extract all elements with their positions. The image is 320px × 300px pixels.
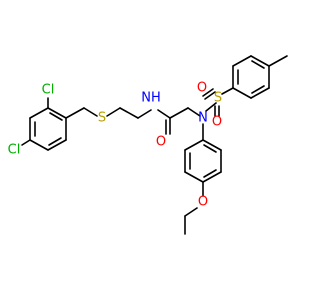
bond [49, 112, 63, 121]
bond [137, 109, 152, 119]
bond [232, 55, 252, 67]
amide-nitrogen-label: NH [141, 91, 161, 106]
bond [268, 55, 288, 67]
bond [203, 169, 217, 178]
bond [251, 60, 265, 69]
carbonyl-oxygen-label: O [156, 135, 166, 150]
tolyl-ring [232, 55, 270, 99]
bond [21, 139, 31, 146]
bond [106, 107, 121, 117]
bond [157, 109, 171, 119]
bond [205, 102, 217, 112]
sulfonyl-oxygen-label: O [212, 115, 222, 130]
bond [202, 171, 222, 183]
bond [83, 107, 98, 117]
thioether-sulfur-label: S [98, 111, 106, 126]
bond [47, 139, 67, 151]
bond [169, 107, 189, 119]
sulfonyl-oxygen-label: O [197, 81, 207, 96]
chlorine-atom-label: Cl [8, 143, 21, 158]
bond [119, 107, 139, 119]
bond [47, 107, 67, 119]
dichlorophenyl-ring [29, 107, 67, 151]
chlorine-atom-label: Cl [42, 83, 55, 98]
bond [184, 139, 204, 151]
sulfonyl-sulfur-label: S [214, 91, 222, 106]
bond [251, 85, 265, 94]
bond [203, 144, 217, 153]
bond [29, 107, 49, 119]
bond [202, 88, 214, 97]
molecule-canvas: Cl Cl S NH O N S O O O [7, 55, 288, 235]
bond [187, 107, 201, 117]
bond [48, 137, 62, 146]
ethoxyphenyl-ring [184, 139, 222, 183]
bond [250, 87, 270, 99]
bond [221, 87, 234, 95]
sulfonamide-nitrogen-label: N [198, 111, 208, 126]
ether-oxygen-label: O [198, 195, 208, 210]
structure-diagram: Cl Cl S NH O N S O O O [8, 55, 288, 235]
bond [184, 207, 198, 217]
bond [204, 91, 216, 100]
bond [232, 87, 252, 99]
bond [184, 171, 204, 183]
bond [202, 139, 222, 151]
bond [29, 139, 49, 151]
bond [65, 107, 85, 119]
bond [250, 55, 270, 67]
